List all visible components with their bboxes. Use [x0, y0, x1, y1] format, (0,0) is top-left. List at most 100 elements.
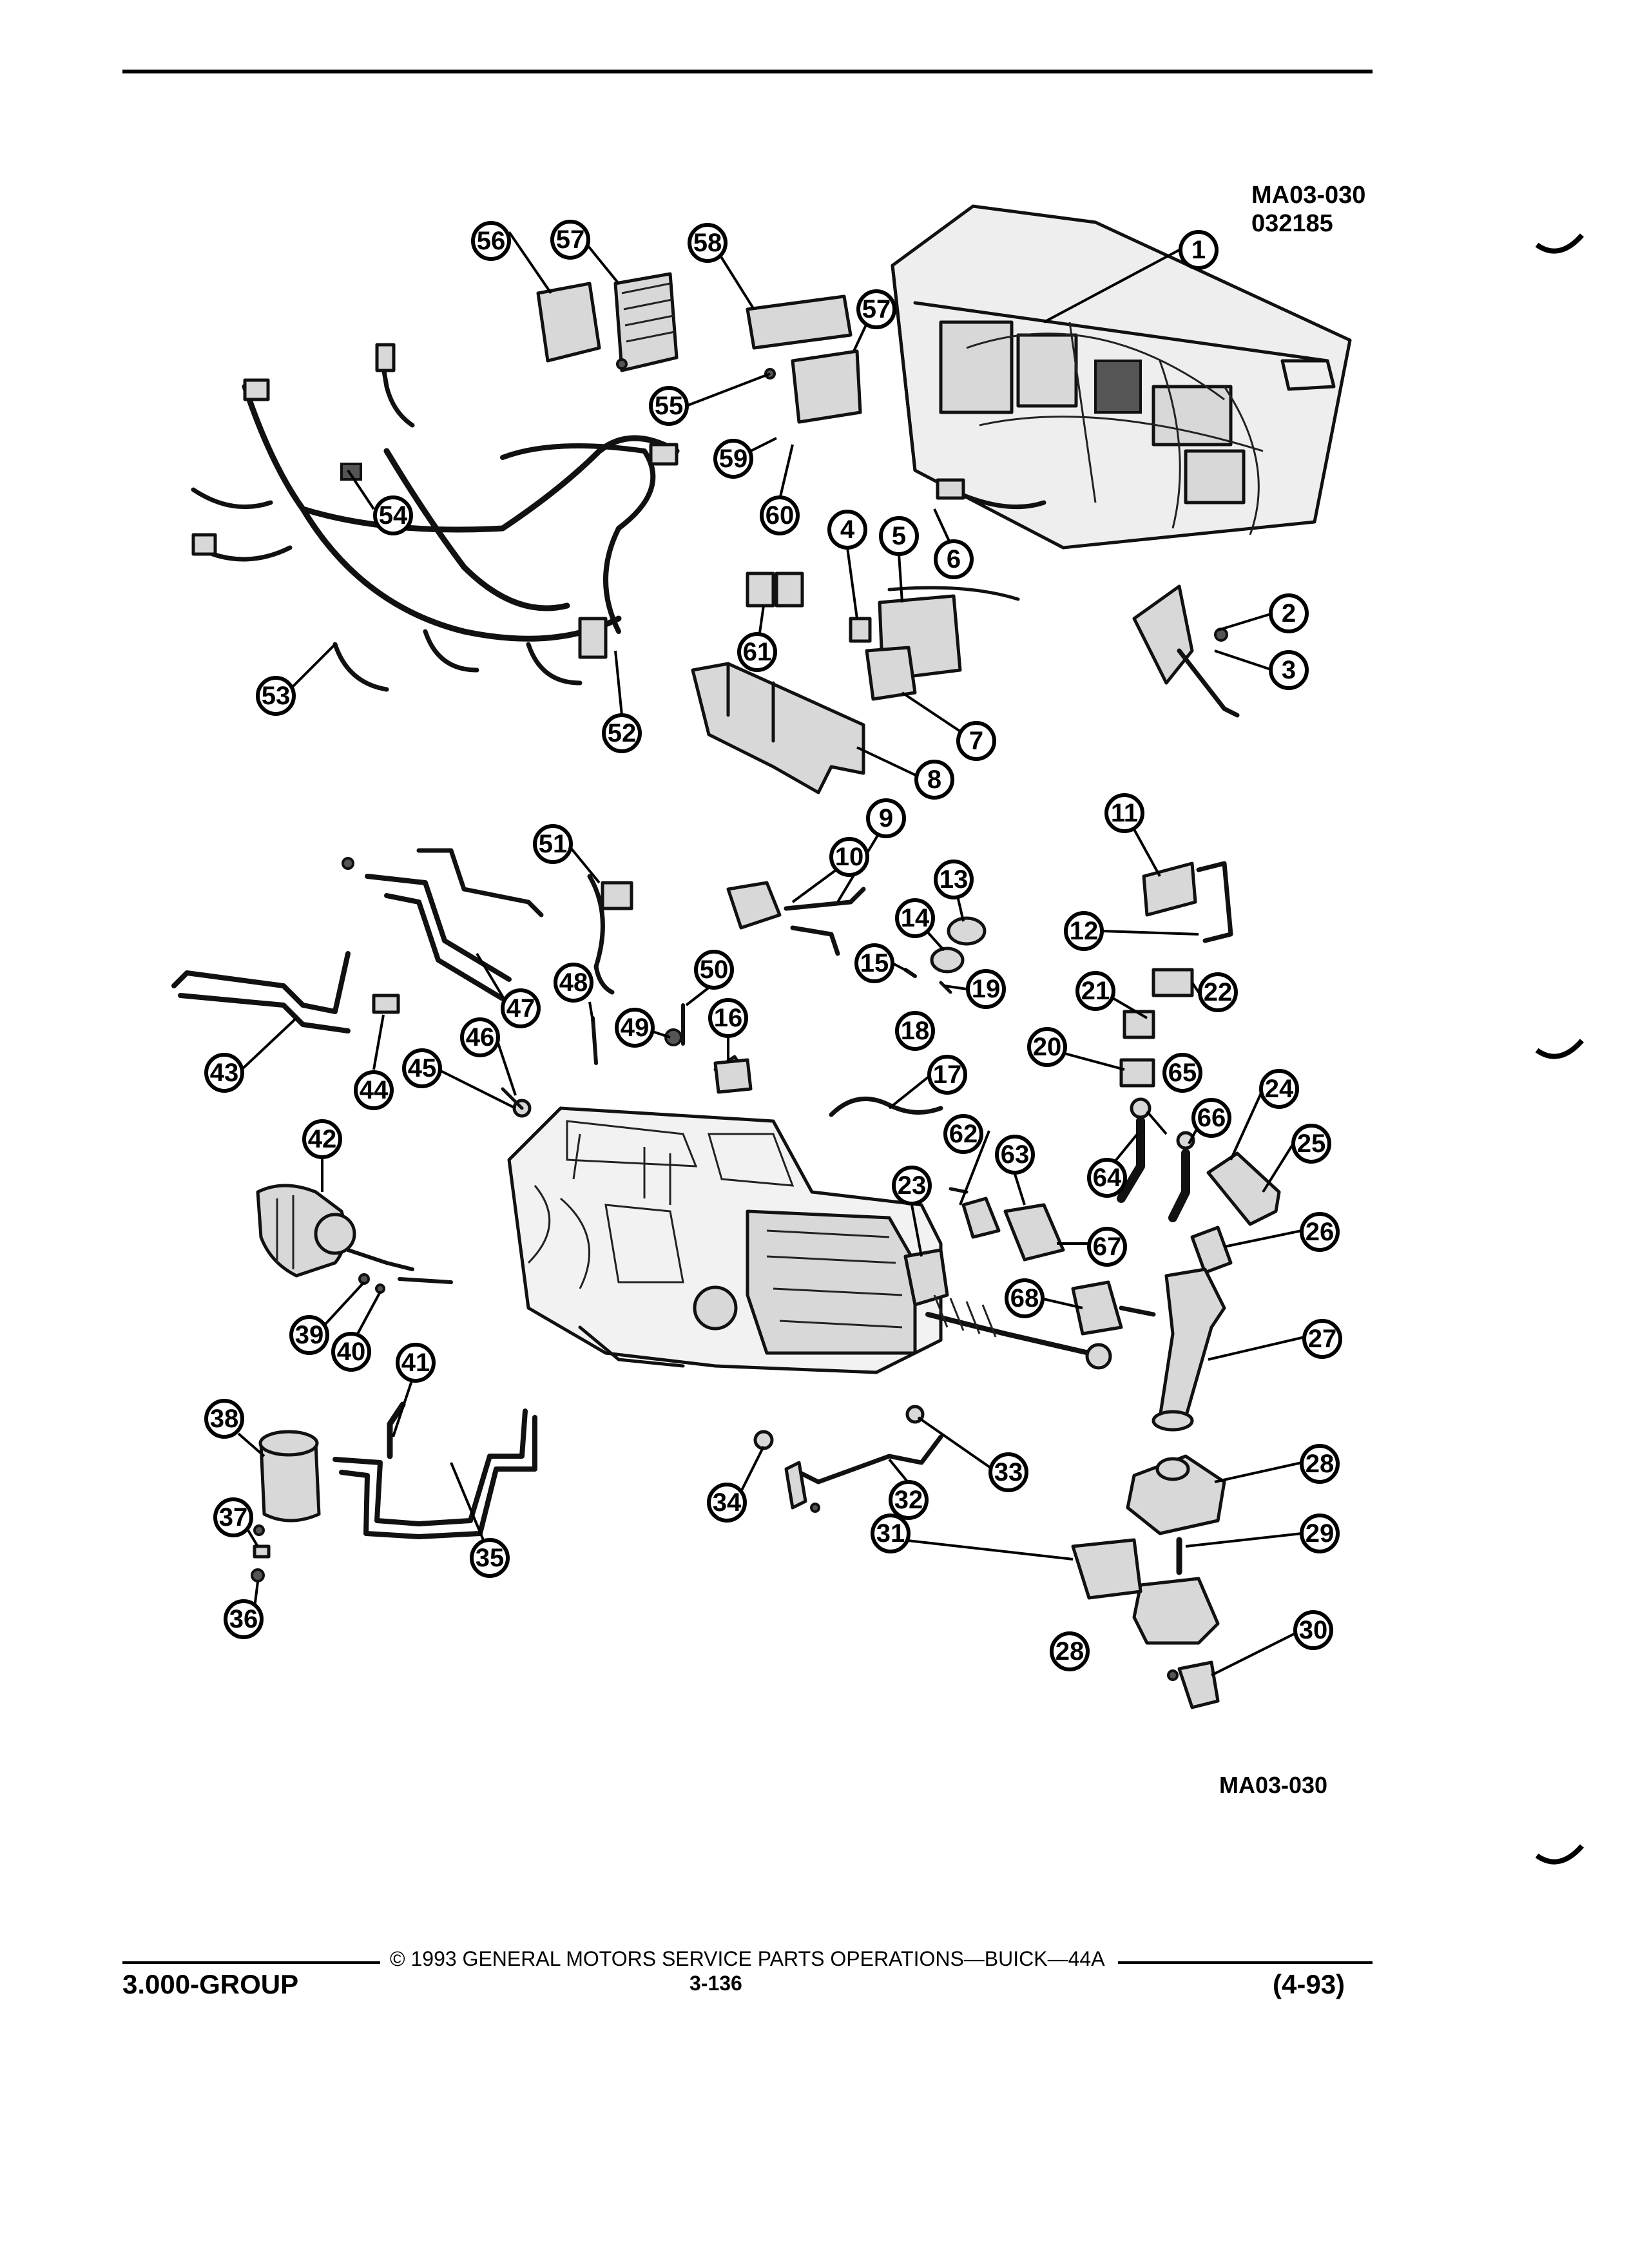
callout: 63	[995, 1135, 1035, 1175]
callout: 53	[256, 676, 296, 716]
callout: 6	[934, 539, 974, 579]
pedal-bracket	[1132, 584, 1240, 718]
wiring-harness	[191, 343, 680, 692]
callout: 62	[943, 1114, 983, 1154]
callout-label: 28	[1055, 1637, 1084, 1666]
callout: 61	[737, 632, 777, 672]
callout-label: 44	[360, 1076, 389, 1104]
callout-label: 1	[1191, 236, 1206, 264]
callout-label: 3	[1282, 656, 1296, 684]
callout: 28	[1300, 1444, 1340, 1484]
callout-label: 64	[1093, 1164, 1122, 1192]
linkage-group	[753, 1405, 943, 1513]
callout-label: 33	[994, 1458, 1023, 1486]
callout-label: 7	[969, 727, 983, 755]
callout-label: 9	[879, 804, 893, 832]
callout-label: 47	[506, 994, 535, 1023]
callout-label: 26	[1306, 1218, 1335, 1246]
callout: 21	[1075, 971, 1115, 1011]
callout: 17	[927, 1055, 967, 1095]
callout-label: 68	[1010, 1284, 1039, 1312]
callout-label: 5	[892, 522, 906, 550]
callout: 12	[1064, 911, 1104, 951]
callout-label: 51	[539, 830, 568, 858]
callout-label: 53	[262, 682, 291, 710]
callout: 39	[289, 1315, 329, 1355]
callout: 42	[302, 1119, 342, 1159]
callout-label: 15	[860, 949, 889, 977]
callout-label: 37	[219, 1503, 248, 1532]
callout: 26	[1300, 1212, 1340, 1252]
footer-copyright: © 1993 GENERAL MOTORS SERVICE PARTS OPER…	[390, 1947, 1105, 1970]
callout-label: 2	[1282, 599, 1296, 628]
callout-label: 23	[898, 1171, 927, 1200]
callout: 1	[1179, 230, 1219, 270]
callout: 44	[354, 1070, 394, 1110]
callout: 22	[1198, 972, 1238, 1012]
compressor-group	[256, 1184, 453, 1294]
callout: 28	[1050, 1631, 1090, 1671]
callout: 49	[615, 1008, 655, 1048]
callout-label: 11	[1111, 799, 1138, 827]
callout: 27	[1302, 1319, 1342, 1359]
callout-label: 27	[1308, 1325, 1337, 1353]
callout-label: 10	[835, 843, 864, 871]
callout-label: 50	[700, 956, 729, 984]
callout: 66	[1191, 1098, 1231, 1138]
callout-label: 55	[655, 392, 684, 420]
callout-label: 39	[295, 1321, 324, 1349]
figure-code-sub: 032185	[1251, 210, 1333, 237]
callout: 65	[1162, 1053, 1202, 1093]
callout-label: 41	[401, 1349, 430, 1377]
callout-label: 13	[940, 865, 969, 894]
callout-label: 31	[876, 1519, 905, 1548]
callout: 46	[460, 1017, 500, 1057]
filter-group	[251, 1401, 537, 1582]
callout: 20	[1027, 1027, 1067, 1067]
callout-label: 29	[1306, 1519, 1335, 1548]
callout-label: 62	[949, 1120, 978, 1148]
callout: 52	[602, 713, 642, 753]
callout: 15	[854, 943, 894, 983]
callout-label: 38	[210, 1405, 239, 1433]
callout: 60	[760, 495, 800, 535]
callout: 9	[866, 798, 906, 838]
callout: 56	[471, 221, 511, 261]
intake-duct-group	[1117, 1097, 1281, 1432]
callout: 67	[1087, 1227, 1127, 1267]
footer-revision: (4-93)	[1273, 1969, 1345, 1999]
module-bracket	[1142, 861, 1233, 943]
callout-label: 19	[972, 975, 1001, 1003]
callout: 14	[895, 898, 935, 938]
binder-mark	[1535, 1039, 1585, 1059]
callout: 64	[1087, 1158, 1127, 1198]
callout-label: 45	[408, 1054, 437, 1082]
callout: 7	[956, 721, 996, 761]
callout: 31	[871, 1514, 911, 1553]
callout-label: 67	[1093, 1233, 1122, 1261]
computer-module-group	[536, 272, 862, 424]
footer-rule-left	[122, 1961, 380, 1964]
callout-label: 61	[743, 638, 772, 666]
callout-label: 48	[559, 968, 588, 997]
callout: 13	[934, 860, 974, 899]
footer-page: 3-136	[689, 1972, 742, 1995]
callout: 30	[1293, 1610, 1333, 1650]
axle-group	[903, 1187, 1156, 1370]
throttle-body-group	[726, 881, 987, 978]
callout: 41	[396, 1343, 436, 1383]
callout: 34	[707, 1483, 747, 1523]
footer-group: 3.000-GROUP	[122, 1969, 299, 1999]
callout-label: 21	[1081, 977, 1110, 1005]
callout: 10	[829, 837, 869, 877]
callout: 8	[914, 760, 954, 800]
callout-label: 12	[1070, 917, 1099, 945]
fuel-lines	[171, 848, 544, 1033]
callout: 3	[1269, 650, 1309, 690]
callout: 57	[550, 220, 590, 260]
callout-label: 20	[1033, 1033, 1062, 1061]
callout-label: 59	[719, 445, 748, 473]
callout-label: 46	[466, 1023, 495, 1052]
callout: 43	[204, 1053, 244, 1093]
